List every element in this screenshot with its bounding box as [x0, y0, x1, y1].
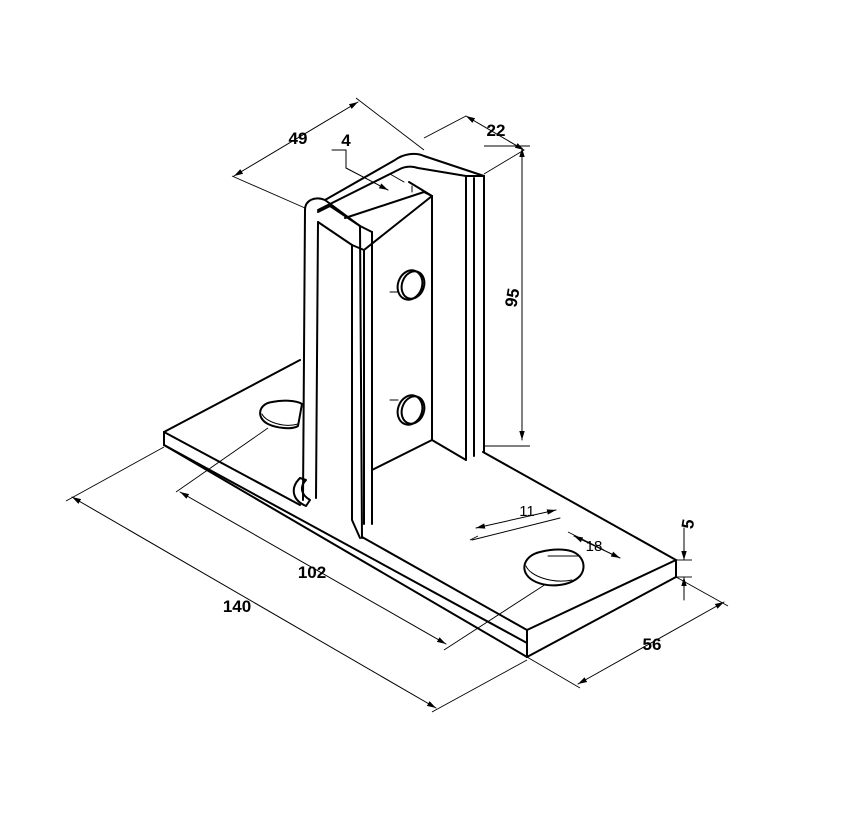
dim-slot-length: 11: [469, 503, 561, 557]
dim-channel-width: 49: [231, 97, 425, 209]
dim-hole-spacing: 102: [175, 427, 547, 651]
slot-hole-left: [259, 399, 303, 430]
dim-label-11: 11: [519, 503, 535, 520]
dim-slot-offset: 18: [567, 531, 621, 559]
dim-overall-length: 140: [65, 446, 528, 713]
dim-label-22: 22: [487, 121, 506, 140]
dim-label-140: 140: [223, 597, 251, 616]
dim-label-4: 4: [341, 131, 351, 150]
dim-label-5: 5: [678, 518, 698, 531]
dim-label-56: 56: [643, 635, 662, 654]
dim-label-49: 49: [289, 129, 308, 148]
dim-wall-thickness: 4: [331, 131, 405, 191]
slot-hole-right: [523, 548, 585, 587]
dim-label-102: 102: [298, 563, 326, 582]
dim-height: 95: [484, 145, 530, 447]
dim-plate-thickness: 5: [676, 518, 698, 601]
mounting-hole-lower: [389, 394, 426, 426]
dim-label-95: 95: [502, 287, 524, 309]
dim-base-width: 56: [526, 576, 729, 689]
dim-label-18: 18: [586, 538, 603, 555]
upright-channel: [302, 152, 485, 539]
slot-hole-front: [292, 477, 311, 507]
dim-channel-depth: 22: [423, 115, 525, 175]
mounting-hole-upper: [389, 269, 426, 301]
